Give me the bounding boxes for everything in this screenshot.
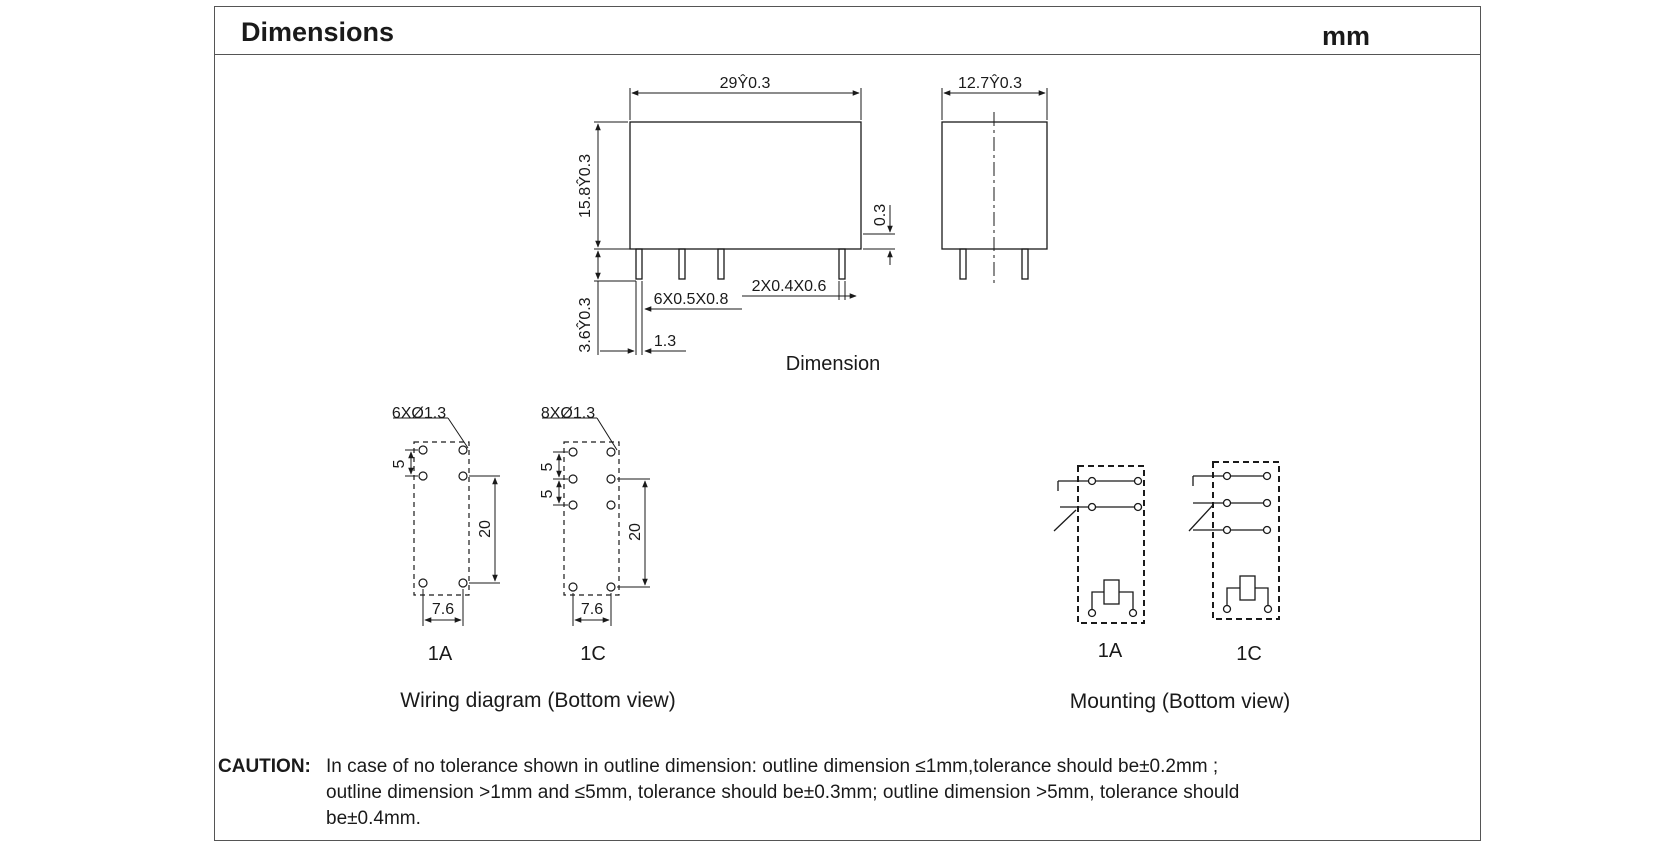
datasheet-frame: [214, 6, 1481, 841]
height-label: 15.8Ŷ0.3: [575, 154, 594, 218]
row-1a-label: 7.6: [432, 601, 454, 618]
holes-1a-label: 6XØ1.3: [392, 405, 446, 422]
pins-coil-label: 2X0.4X0.6: [752, 278, 827, 295]
relay-body-front: [629, 121, 862, 250]
front-pins: [635, 248, 846, 280]
caution-line-3: be±0.4mm.: [326, 808, 421, 829]
wiring-1a: [393, 417, 500, 626]
mounting-1a-name: 1A: [1098, 640, 1123, 662]
header-divider: [214, 54, 1481, 55]
unit-label: mm: [1322, 21, 1371, 51]
pin-length-label: 3.6Ŷ0.3: [575, 297, 594, 352]
width-label: 12.7Ŷ0.3: [958, 73, 1022, 92]
pitch-1a-label: 5: [391, 459, 408, 468]
wiring-caption: Wiring diagram (Bottom view): [400, 689, 675, 712]
length-label: 29Ŷ0.3: [720, 73, 771, 92]
mounting-1a: [1053, 465, 1145, 624]
dimension-caption: Dimension: [786, 353, 880, 375]
row-1c-label: 7.6: [581, 601, 603, 618]
caution-line-1: In case of no tolerance shown in outline…: [326, 756, 1219, 777]
wiring-1c: [542, 417, 650, 626]
pitch-1c-b-label: 5: [539, 489, 556, 498]
holes-1c: [568, 447, 616, 592]
wiring-1c-name: 1C: [580, 643, 606, 665]
mounting-1c-name: 1C: [1236, 643, 1262, 665]
pins-main-label: 6X0.5X0.8: [654, 291, 729, 308]
outline-1a: [413, 441, 470, 596]
caution-label: CAUTION:: [218, 756, 311, 777]
side-view: [941, 88, 1048, 285]
span-1c-label: 20: [627, 523, 644, 541]
mounting-1c: [1188, 461, 1280, 620]
holes-1c-label: 8XØ1.3: [541, 405, 595, 422]
front-view: [594, 88, 895, 355]
standoff-label: 0.3: [872, 204, 889, 226]
pitch-1c-a-label: 5: [539, 462, 556, 471]
span-1a-label: 20: [477, 520, 494, 538]
wiring-1a-name: 1A: [428, 643, 453, 665]
section-title: Dimensions: [241, 17, 395, 47]
outline-1c: [563, 441, 620, 596]
pin-offset-label: 1.3: [654, 333, 676, 350]
mounting-caption: Mounting (Bottom view): [1070, 690, 1291, 713]
caution-line-2: outline dimension >1mm and ≤5mm, toleran…: [326, 782, 1240, 803]
holes-1a: [418, 445, 468, 588]
